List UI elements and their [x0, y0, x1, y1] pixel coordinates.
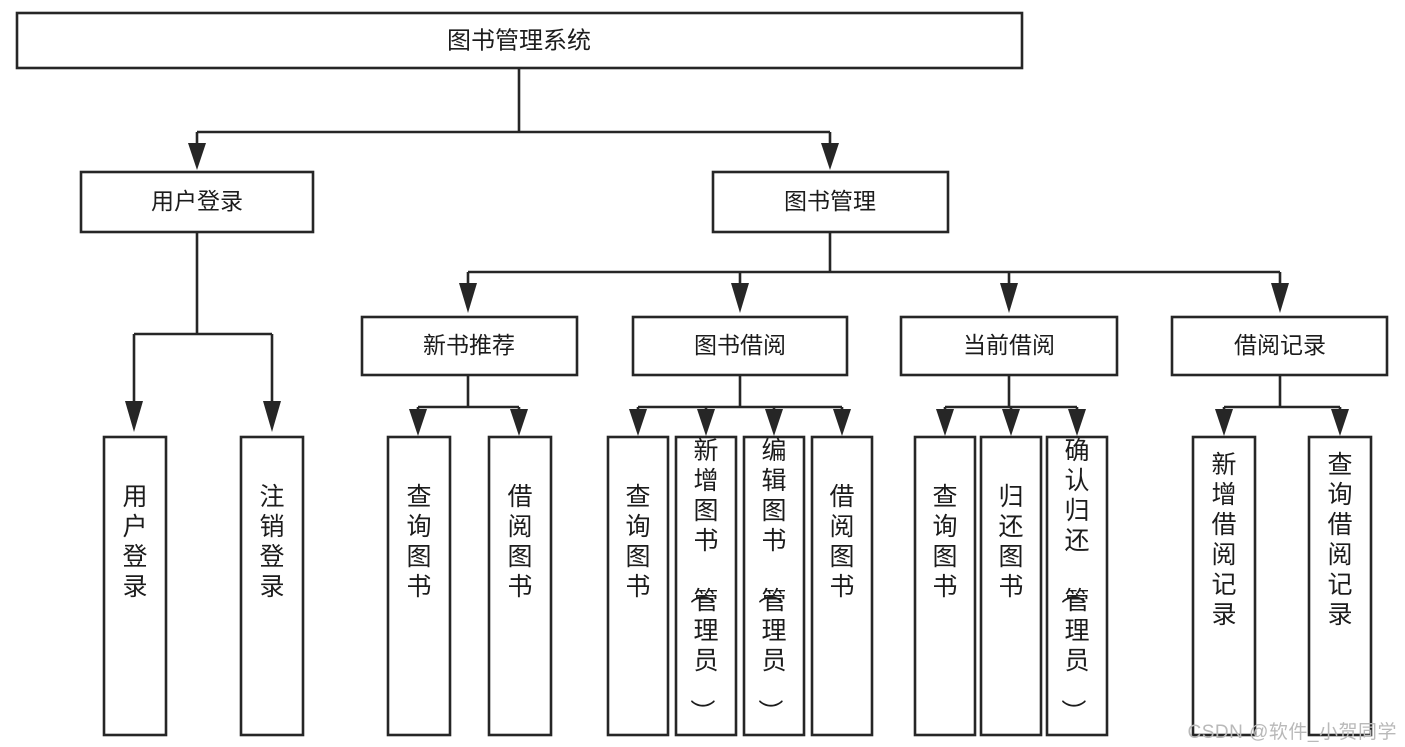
arrow-login-child2 — [263, 401, 281, 432]
arrow-borrow-l4 — [833, 409, 851, 436]
node-borrow-record-label: 借阅记录 — [1234, 332, 1326, 358]
node-user-login[interactable]: 用户登录 — [79, 170, 315, 234]
node-book-management-label: 图书管理 — [784, 188, 876, 214]
leaf-node[interactable]: 借阅图书 — [487, 435, 553, 737]
leaf-br-query-record-box[interactable] — [1307, 435, 1373, 737]
node-new-book-recommend[interactable]: 新书推荐 — [360, 315, 579, 377]
leaf-node[interactable]: 查询借阅记录 — [1307, 435, 1373, 737]
arrow-login-child1 — [125, 401, 143, 432]
node-user-login-label: 用户登录 — [151, 188, 243, 214]
node-user-login-box[interactable] — [79, 170, 315, 234]
leaf-bb-add-book-box[interactable] — [674, 435, 738, 737]
arrow-bookmgmt-c3 — [1000, 283, 1018, 313]
leaf-cb-query-book-box[interactable] — [913, 435, 977, 737]
node-root-box[interactable] — [15, 11, 1024, 70]
connectors — [125, 68, 1349, 436]
leaf-bb-borrow-book-box[interactable] — [810, 435, 874, 737]
leaf-node[interactable]: 注销登录 — [239, 435, 305, 737]
leaf-logout-label: 注销登录 — [259, 483, 284, 601]
leaf-bb-edit-book-box[interactable] — [742, 435, 806, 737]
arrow-current-l3 — [1068, 409, 1086, 436]
arrow-borrow-l3 — [765, 409, 783, 436]
node-book-management[interactable]: 图书管理 — [711, 170, 950, 234]
leaf-br-query-record-label: 查询借阅记录 — [1327, 451, 1352, 629]
leaf-nb-query-book-box[interactable] — [386, 435, 452, 737]
leaf-user-login-box[interactable] — [102, 435, 168, 737]
leaf-node[interactable]: 借阅图书 — [810, 435, 874, 737]
leaf-node[interactable]: 确认归还（管理员） — [1045, 435, 1109, 737]
leaf-br-add-record-label: 新增借阅记录 — [1211, 451, 1236, 629]
node-book-management-box[interactable] — [711, 170, 950, 234]
arrow-current-l2 — [1002, 409, 1020, 436]
leaf-node[interactable]: 编辑图书（管理员） — [742, 435, 806, 737]
leaf-user-login-label: 用户登录 — [122, 483, 147, 601]
leaf-cb-return-book-box[interactable] — [979, 435, 1043, 737]
leaf-node[interactable]: 新增图书（管理员） — [674, 435, 738, 737]
node-book-borrow[interactable]: 图书借阅 — [631, 315, 849, 377]
arrow-borrow-l2 — [697, 409, 715, 436]
arrow-newbook-l2 — [510, 409, 528, 436]
arrow-newbook-l1 — [409, 409, 427, 436]
leaf-bb-query-book-box[interactable] — [606, 435, 670, 737]
arrow-bookmgmt-c4 — [1271, 283, 1289, 313]
arrow-root-to-login — [188, 143, 206, 170]
leaf-bb-edit-book-label: 编辑图书（管理员） — [755, 437, 786, 724]
leaf-node[interactable]: 查询图书 — [386, 435, 452, 737]
node-borrow-record[interactable]: 借阅记录 — [1170, 315, 1389, 377]
leaf-cb-return-book-label: 归还图书 — [998, 483, 1023, 601]
leaf-cb-confirm-return-label: 确认归还（管理员） — [1058, 437, 1089, 724]
arrow-borrow-l1 — [629, 409, 647, 436]
arrow-root-to-bookmgmt — [821, 143, 839, 170]
arrow-bookmgmt-c2 — [731, 283, 749, 313]
leaf-cb-confirm-return-box[interactable] — [1045, 435, 1109, 737]
node-borrow-record-box[interactable] — [1170, 315, 1389, 377]
node-root[interactable]: 图书管理系统 — [15, 11, 1024, 70]
arrow-current-l1 — [936, 409, 954, 436]
leaf-node[interactable]: 归还图书 — [979, 435, 1043, 737]
leaf-bb-borrow-book-label: 借阅图书 — [829, 483, 854, 601]
arrow-bookmgmt-c1 — [459, 283, 477, 313]
node-current-borrow-label: 当前借阅 — [963, 332, 1055, 358]
leaf-node[interactable]: 用户登录 — [102, 435, 168, 737]
leaf-node[interactable]: 新增借阅记录 — [1191, 435, 1257, 737]
leaf-nb-borrow-book-box[interactable] — [487, 435, 553, 737]
leaf-node[interactable]: 查询图书 — [913, 435, 977, 737]
node-current-borrow-box[interactable] — [899, 315, 1119, 377]
node-root-label: 图书管理系统 — [447, 27, 591, 54]
leaf-bb-add-book-label: 新增图书（管理员） — [687, 437, 718, 724]
node-new-book-recommend-box[interactable] — [360, 315, 579, 377]
node-new-book-recommend-label: 新书推荐 — [423, 332, 515, 358]
leaf-logout-box[interactable] — [239, 435, 305, 737]
node-book-borrow-box[interactable] — [631, 315, 849, 377]
leaf-bb-query-book-label: 查询图书 — [625, 483, 650, 601]
node-current-borrow[interactable]: 当前借阅 — [899, 315, 1119, 377]
arrow-record-l1 — [1215, 409, 1233, 436]
leaf-cb-query-book-label: 查询图书 — [932, 483, 957, 601]
leaf-node[interactable]: 查询图书 — [606, 435, 670, 737]
arrow-record-l2 — [1331, 409, 1349, 436]
leaf-nb-query-book-label: 查询图书 — [406, 483, 431, 601]
leaf-br-add-record-box[interactable] — [1191, 435, 1257, 737]
leaf-nb-borrow-book-label: 借阅图书 — [507, 483, 532, 601]
node-book-borrow-label: 图书借阅 — [694, 332, 786, 358]
